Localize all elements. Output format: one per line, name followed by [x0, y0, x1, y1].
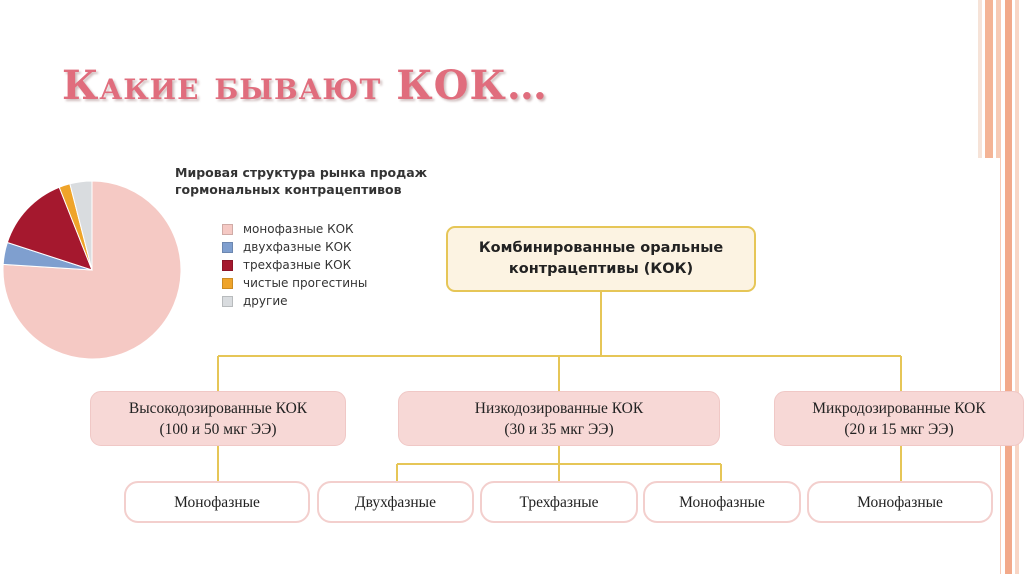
legend-label: другие	[243, 294, 288, 308]
legend-item: чистые прогестины	[222, 274, 367, 292]
mid-node-micro-dose: Микродозированные КОК (20 и 15 мкг ЭЭ)	[774, 391, 1024, 446]
chart-legend: монофазные КОК двухфазные КОК трехфазные…	[222, 220, 367, 310]
pie-slice	[69, 180, 93, 271]
legend-item: другие	[222, 292, 367, 310]
pie-chart	[2, 180, 182, 360]
leaf-node-monophasic: Монофазные	[643, 481, 801, 523]
legend-item: монофазные КОК	[222, 220, 367, 238]
node-label: (20 и 15 мкг ЭЭ)	[844, 420, 954, 438]
legend-label: монофазные КОК	[243, 222, 354, 236]
legend-item: двухфазные КОК	[222, 238, 367, 256]
node-label: (100 и 50 мкг ЭЭ)	[159, 420, 277, 438]
leaf-node-triphasic: Трехфазные	[480, 481, 638, 523]
node-label: (30 и 35 мкг ЭЭ)	[504, 420, 614, 438]
leaf-node-biphasic: Двухфазные	[317, 481, 474, 523]
node-label: Высокодозированные КОК	[128, 399, 308, 417]
mid-node-low-dose: Низкодозированные КОК (30 и 35 мкг ЭЭ)	[398, 391, 720, 446]
legend-label: чистые прогестины	[243, 276, 368, 290]
leaf-node-monophasic: Монофазные	[807, 481, 993, 523]
legend-swatch	[222, 223, 233, 235]
node-label: Двухфазные	[355, 493, 436, 511]
legend-swatch	[222, 295, 233, 307]
node-label: Низкодозированные КОК	[474, 399, 644, 417]
legend-label: двухфазные КОК	[243, 240, 352, 254]
root-node: Комбинированные оральные контрацептивы (…	[446, 226, 756, 292]
node-label: контрацептивы (КОК)	[508, 261, 694, 277]
mid-node-high-dose: Высокодозированные КОК (100 и 50 мкг ЭЭ)	[90, 391, 346, 446]
node-label: Монофазные	[679, 493, 765, 511]
node-label: Микродозированные КОК	[812, 399, 986, 417]
legend-label: трехфазные КОК	[243, 258, 352, 272]
decorative-stripe	[1015, 0, 1019, 574]
node-label: Трехфазные	[519, 493, 599, 511]
decorative-stripe	[1005, 0, 1012, 574]
node-label: Монофазные	[857, 493, 943, 511]
legend-swatch	[222, 259, 233, 271]
node-label: Монофазные	[174, 493, 260, 511]
legend-swatch	[222, 241, 233, 253]
chart-title: Мировая структура рынка продаж гормональ…	[175, 165, 428, 197]
pie-slice	[6, 186, 93, 271]
page-title: Какие бывают КОК…	[62, 62, 548, 109]
legend-item: трехфазные КОК	[222, 256, 367, 274]
legend-swatch	[222, 277, 233, 289]
node-label: Комбинированные оральные	[478, 240, 724, 256]
leaf-node-monophasic: Монофазные	[124, 481, 310, 523]
